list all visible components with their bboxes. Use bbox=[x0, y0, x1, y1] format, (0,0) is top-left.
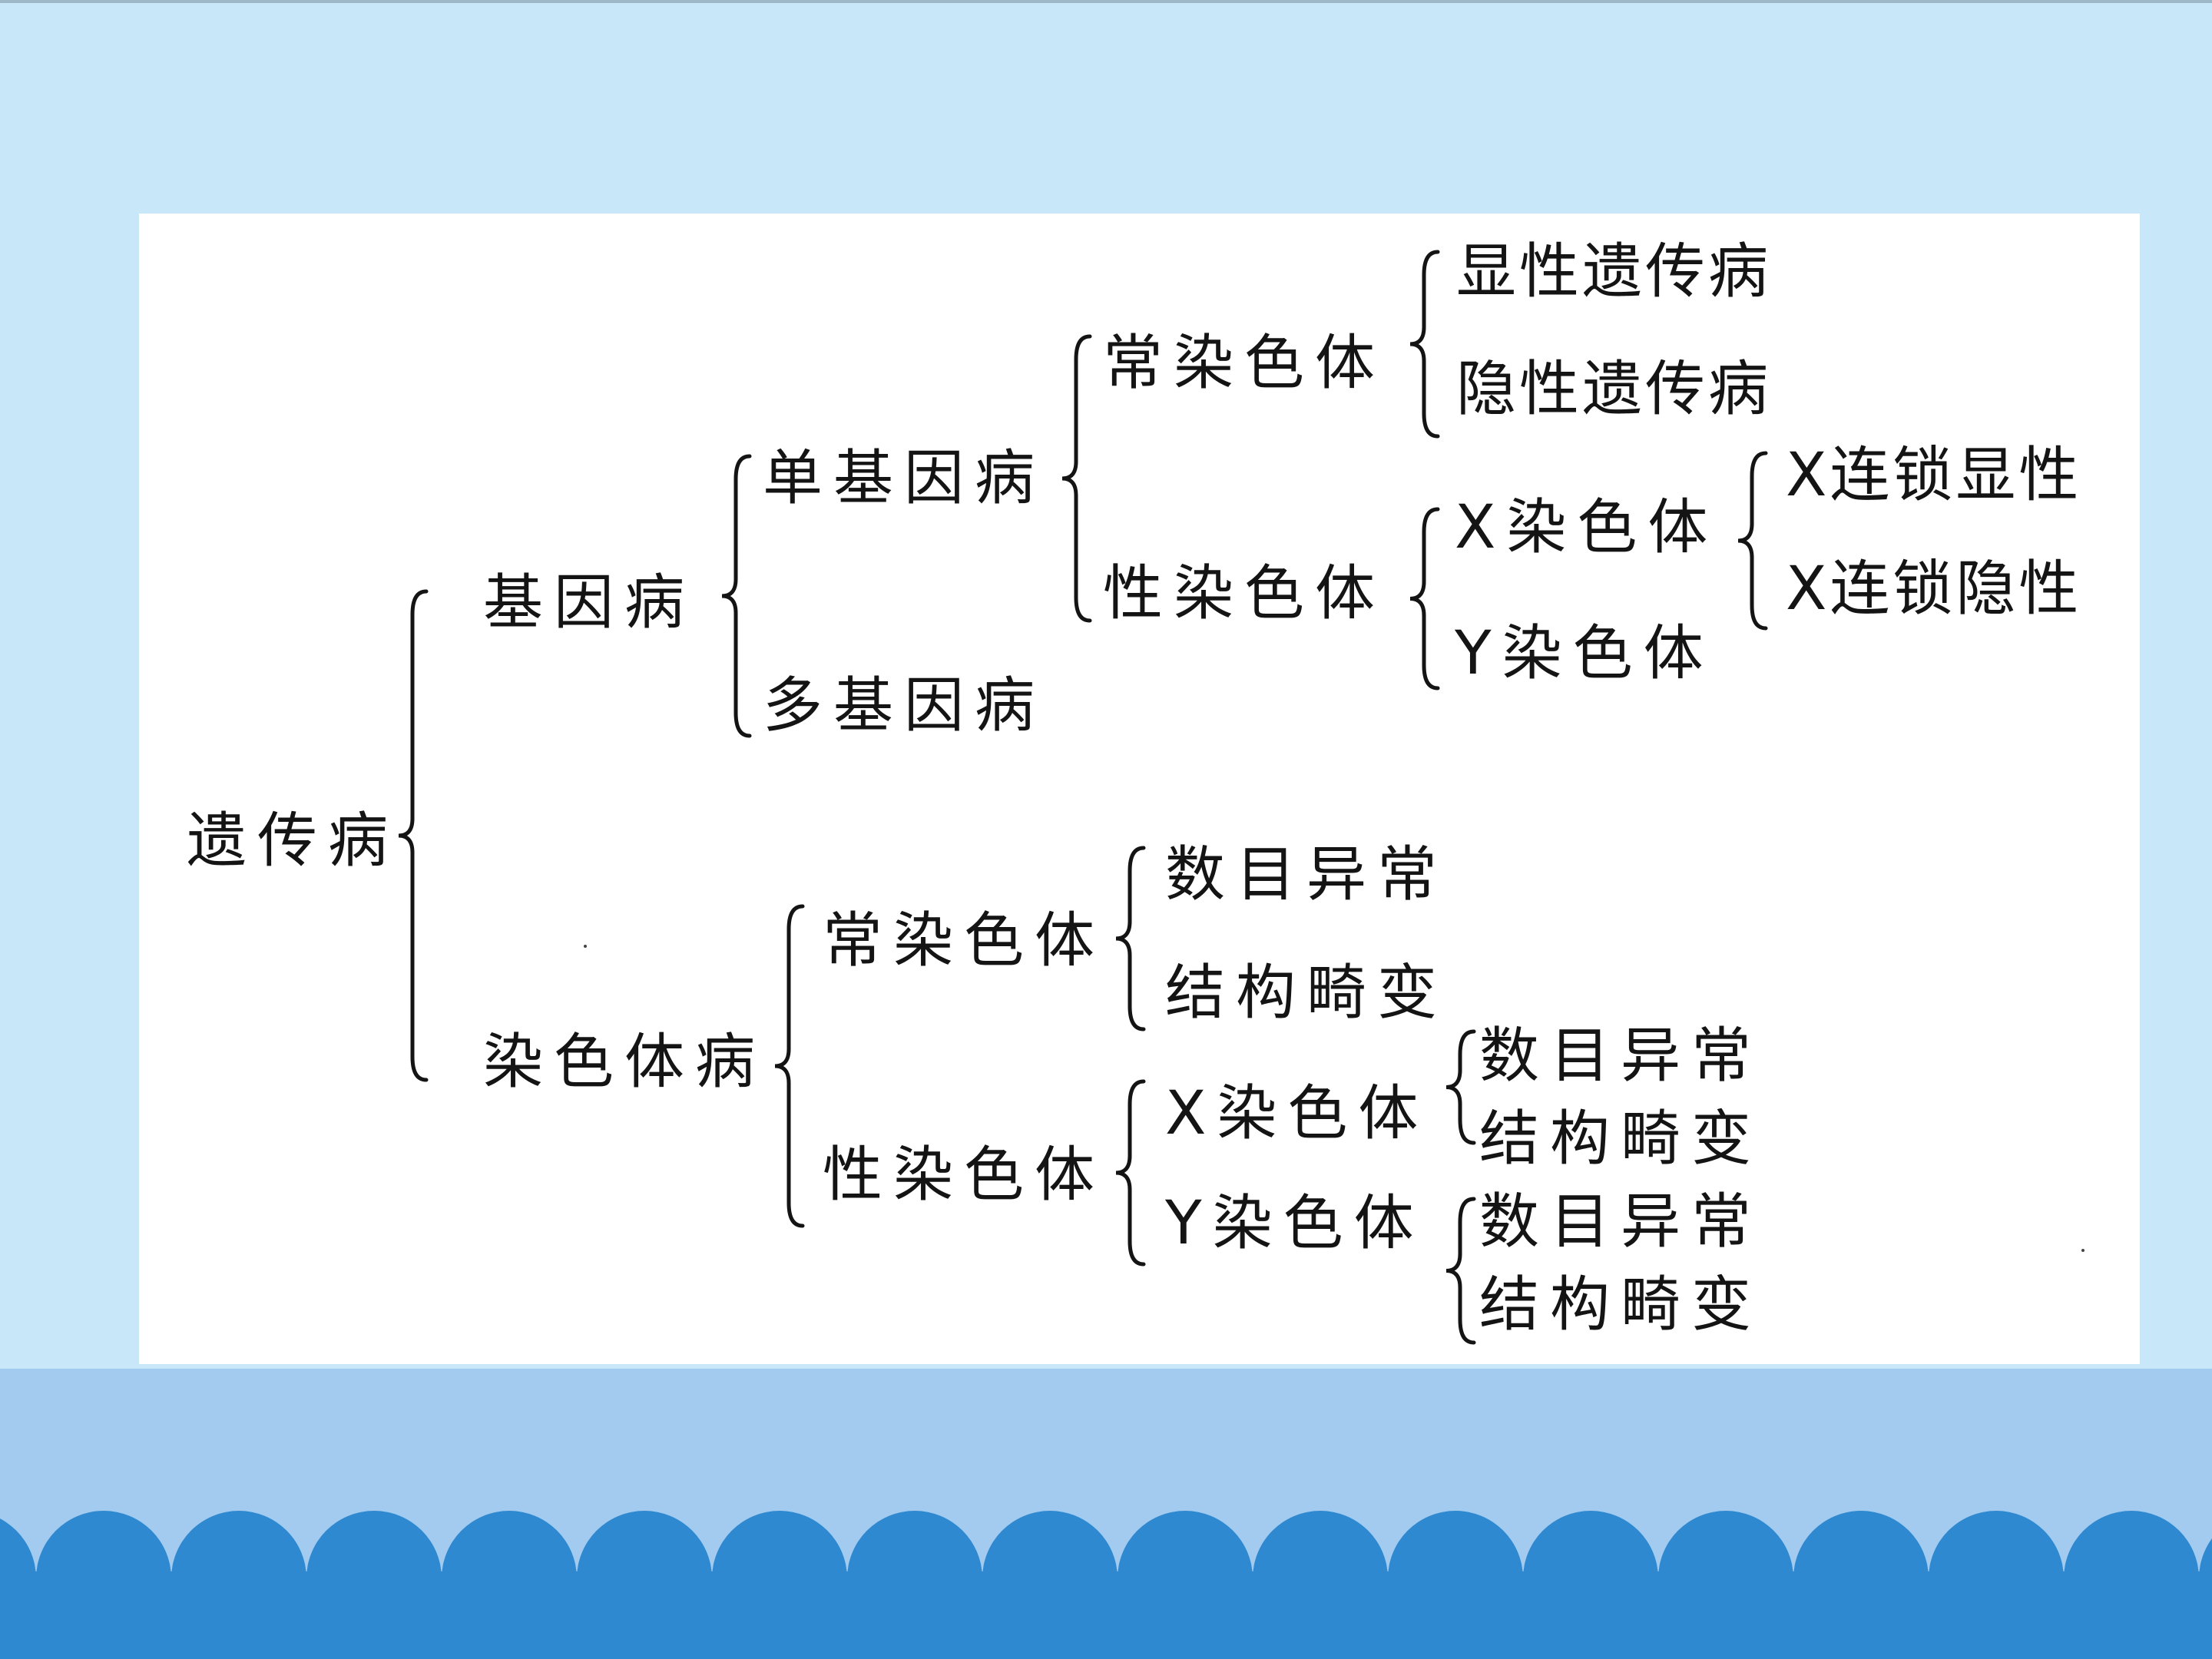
node-x-number-abnormality: 数目异常 bbox=[1479, 1022, 1763, 1091]
node-x-linked-dominant: X连锁显性 bbox=[1786, 441, 2082, 510]
wave-decoration bbox=[0, 1511, 2212, 1659]
speck-mark bbox=[2081, 1249, 2085, 1252]
node-x-linked-recessive: X连锁隐性 bbox=[1786, 555, 2082, 624]
node-autosomal-1: 常染色体 bbox=[1103, 329, 1386, 398]
brace-single-gene bbox=[1061, 334, 1092, 623]
node-recessive-inheritance: 隐性遗传病 bbox=[1456, 355, 1772, 424]
node-x-structure-aberration: 结构畸变 bbox=[1479, 1104, 1763, 1174]
brace-chromosome-disease bbox=[774, 904, 805, 1228]
brace-sex-chromosome-2 bbox=[1115, 1079, 1146, 1267]
node-chromosome-disease: 染色体病 bbox=[483, 1028, 767, 1097]
node-x-chromosome-1: X染色体 bbox=[1455, 493, 1719, 562]
node-sex-chromosome-2: 性染色体 bbox=[823, 1141, 1106, 1210]
brace-sex-chromosome-1 bbox=[1409, 507, 1440, 690]
node-multi-gene: 多基因病 bbox=[763, 671, 1046, 740]
node-y-structure-aberration: 结构畸变 bbox=[1479, 1270, 1763, 1339]
node-sex-chromosome-1: 性染色体 bbox=[1103, 559, 1386, 628]
brace-y-chromosome-2 bbox=[1445, 1197, 1476, 1345]
brace-x-chromosome-1 bbox=[1737, 451, 1768, 631]
brace-root bbox=[398, 589, 429, 1082]
bracket-layer bbox=[398, 250, 1768, 1345]
diagram-panel: 遗传病 基因病 单基因病 多基因病 常染色体 性染色体 显性遗传病 隐性遗传病 … bbox=[139, 214, 2140, 1364]
node-gene-disease: 基因病 bbox=[483, 568, 696, 637]
node-number-abnormality-1: 数目异常 bbox=[1165, 840, 1449, 909]
node-structure-aberration-1: 结构畸变 bbox=[1165, 959, 1449, 1028]
node-autosomal-2: 常染色体 bbox=[823, 906, 1106, 975]
node-y-chromosome-1: Y染色体 bbox=[1455, 619, 1714, 688]
node-y-number-abnormality: 数目异常 bbox=[1479, 1187, 1763, 1257]
wave-base bbox=[0, 1582, 2212, 1659]
brace-gene-disease bbox=[721, 454, 752, 738]
brace-autosomal-1 bbox=[1409, 250, 1440, 439]
node-y-chromosome-2: Y染色体 bbox=[1165, 1189, 1425, 1258]
node-dominant-inheritance: 显性遗传病 bbox=[1456, 237, 1772, 306]
speck-mark bbox=[584, 945, 587, 948]
brace-x-chromosome-2 bbox=[1445, 1029, 1476, 1145]
top-border bbox=[0, 0, 2212, 3]
brace-autosomal-2 bbox=[1115, 846, 1146, 1031]
node-root: 遗传病 bbox=[187, 806, 399, 876]
node-x-chromosome-2: X染色体 bbox=[1165, 1079, 1429, 1148]
node-single-gene: 单基因病 bbox=[763, 444, 1046, 513]
